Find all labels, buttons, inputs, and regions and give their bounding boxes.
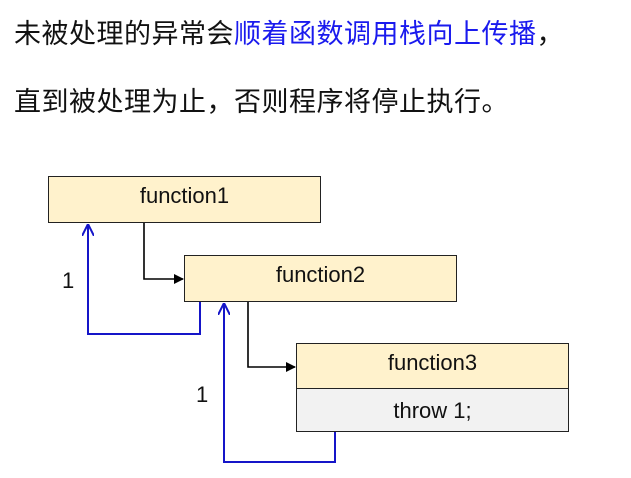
intro-line-2: 直到被处理为止，否则程序将停止执行。 [14, 87, 509, 118]
throw-statement-box: throw 1; [296, 388, 569, 432]
call-arrow-1-to-2 [143, 223, 184, 284]
function2-box: function2 [184, 255, 457, 302]
function1-box: function1 [48, 176, 321, 223]
function3-box: function3 [296, 343, 569, 389]
intro-line-1-before: 未被处理的异常会 [14, 19, 234, 50]
propagate-arrow-2-to-1 [88, 225, 201, 335]
propagation-label-upper: 1 [62, 268, 75, 293]
intro-line-1: 未被处理的异常会顺着函数调用栈向上传播， [14, 18, 564, 52]
propagation-label-lower: 1 [196, 382, 209, 407]
intro-line-1-highlight: 顺着函数调用栈向上传播 [234, 19, 537, 50]
propagate-arrow-3-to-2 [224, 304, 336, 463]
intro-line-1-after: ， [536, 19, 564, 50]
call-arrow-2-to-3 [247, 302, 296, 372]
